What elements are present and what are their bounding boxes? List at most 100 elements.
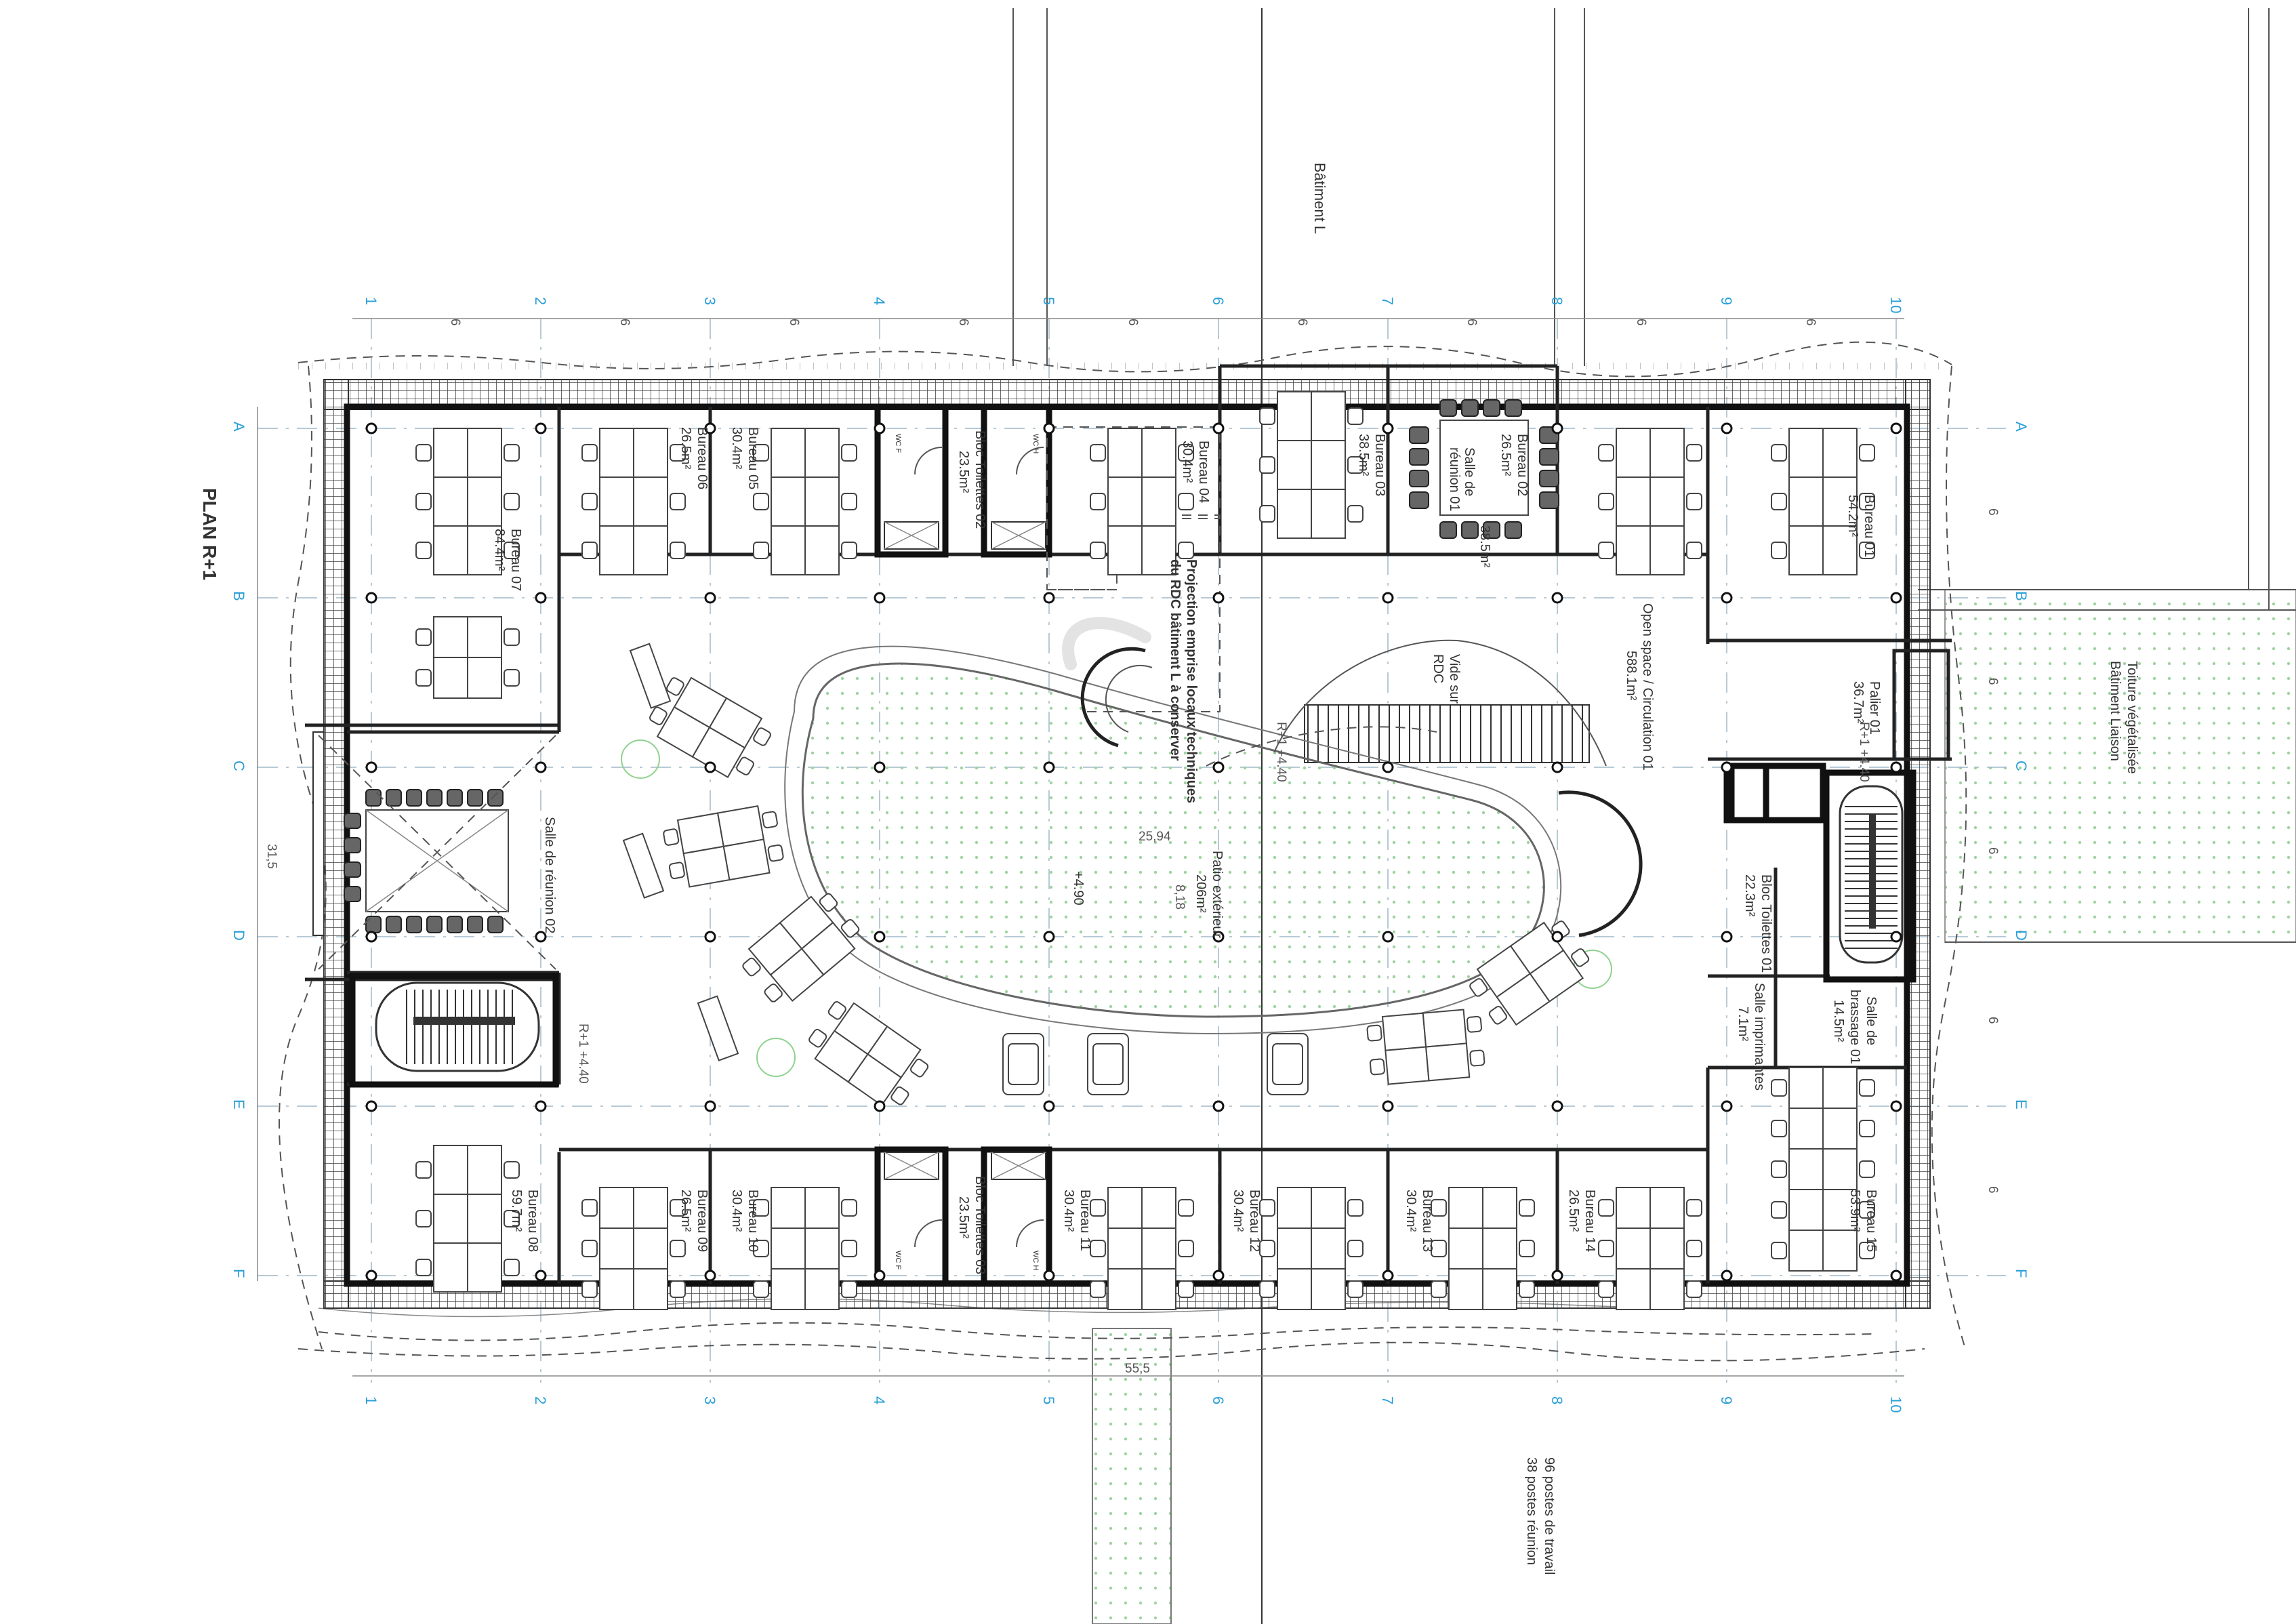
column-post xyxy=(874,1270,886,1282)
grid-label-col: 8 xyxy=(1549,297,1565,305)
chair xyxy=(753,493,769,510)
chair xyxy=(753,727,771,746)
desk xyxy=(433,1194,468,1244)
grid-spacing-col: 6 xyxy=(448,319,462,326)
meeting-chair xyxy=(1461,521,1479,539)
desk xyxy=(1422,1009,1467,1048)
column-post xyxy=(1212,1100,1225,1112)
grid-spacing-col: 6 xyxy=(787,319,801,326)
column-post xyxy=(1382,1100,1394,1112)
meeting-chair xyxy=(1483,521,1500,539)
meeting-chair xyxy=(406,916,422,933)
meeting-chair xyxy=(344,886,361,902)
chair xyxy=(1347,407,1364,425)
chair xyxy=(1259,505,1275,523)
desk-cluster xyxy=(1771,1067,1875,1272)
door-swing xyxy=(1016,447,1044,475)
desk-cluster xyxy=(1598,428,1702,575)
liaison-label-2: Toiture végétalisée xyxy=(2125,661,2139,774)
column-post xyxy=(704,1100,716,1112)
desk xyxy=(1141,525,1176,575)
chair xyxy=(742,957,761,977)
desk xyxy=(433,1145,468,1195)
desk xyxy=(1141,428,1176,478)
chair xyxy=(841,542,857,559)
chair xyxy=(415,628,432,646)
desk xyxy=(1616,525,1651,575)
chair xyxy=(1178,542,1194,559)
column-post xyxy=(1721,1100,1733,1112)
column-post xyxy=(704,422,716,434)
bureau-10-area: 30.4m² xyxy=(729,1190,744,1232)
desk xyxy=(1311,440,1346,490)
column-post xyxy=(365,592,377,604)
column-post xyxy=(874,1100,886,1112)
column-post xyxy=(1721,761,1733,773)
chair xyxy=(1488,1006,1507,1025)
chair xyxy=(841,444,857,462)
meeting-chair xyxy=(1539,491,1559,509)
chair xyxy=(1859,444,1875,462)
grid-spacing-row: 6 xyxy=(1986,1186,2000,1194)
chair xyxy=(581,1199,598,1217)
bureau-02-name: Bureau 02 xyxy=(1515,434,1530,496)
chair xyxy=(1431,1240,1447,1257)
bureau-07-area: 84.4m² xyxy=(492,529,507,571)
desk xyxy=(771,476,806,527)
column-post xyxy=(1890,931,1902,943)
open-desk-cluster xyxy=(742,893,860,1002)
grid-label-col: 2 xyxy=(532,1396,549,1404)
desk-cluster xyxy=(1431,1187,1535,1310)
grid-label-row: D xyxy=(2013,930,2030,941)
desk xyxy=(633,1268,668,1310)
grid-label-row: C xyxy=(2013,760,2030,771)
chair xyxy=(1178,1199,1194,1217)
desk xyxy=(467,1145,502,1195)
grid-spacing-col: 6 xyxy=(617,319,632,326)
chair xyxy=(1771,1242,1787,1259)
chair xyxy=(819,893,838,912)
lounge-seat xyxy=(1267,1033,1309,1095)
bureau-08-name: Bureau 08 xyxy=(525,1190,540,1252)
seat-cushion xyxy=(1272,1043,1303,1085)
meeting-table-01 xyxy=(1409,399,1559,539)
desk xyxy=(1788,1148,1824,1190)
chair xyxy=(1090,493,1106,510)
chair xyxy=(1259,1199,1275,1217)
grid-label-col: 6 xyxy=(1210,297,1227,305)
salle-reunion-02: Salle de réunion 02 xyxy=(542,817,557,933)
chair xyxy=(753,1280,769,1298)
grid-label-row: F xyxy=(230,1269,247,1278)
desk xyxy=(1822,1230,1858,1272)
desk xyxy=(1277,391,1312,441)
chair xyxy=(841,1199,857,1217)
chair xyxy=(581,542,598,559)
grid-label-row: E xyxy=(2013,1099,2030,1110)
summary-line-1: 96 postes de travail xyxy=(1542,1457,1557,1575)
toilet-fixture xyxy=(991,1152,1046,1180)
chair xyxy=(736,756,754,775)
chair xyxy=(1859,1242,1875,1259)
column-post xyxy=(1890,422,1902,434)
column-post xyxy=(535,422,547,434)
chair xyxy=(1519,1280,1535,1298)
desk xyxy=(1788,1108,1824,1150)
bloc-toilettes-01-name: Bloc Toilettes 01 xyxy=(1759,874,1774,973)
chair xyxy=(504,1210,520,1227)
chair xyxy=(649,706,668,725)
grid-label-row: D xyxy=(230,930,247,941)
desk-cluster xyxy=(753,1187,857,1310)
grid-label-row: E xyxy=(230,1099,247,1110)
chair xyxy=(670,1240,686,1257)
column-post xyxy=(1890,592,1902,604)
desk xyxy=(1141,476,1176,527)
column-post xyxy=(1721,422,1733,434)
chair xyxy=(1090,444,1106,462)
column-post xyxy=(365,422,377,434)
chair xyxy=(841,493,857,510)
desk xyxy=(467,525,502,575)
chair xyxy=(753,444,769,462)
desk xyxy=(1381,1012,1427,1051)
column-post xyxy=(1890,761,1902,773)
meeting-chair xyxy=(467,789,483,807)
